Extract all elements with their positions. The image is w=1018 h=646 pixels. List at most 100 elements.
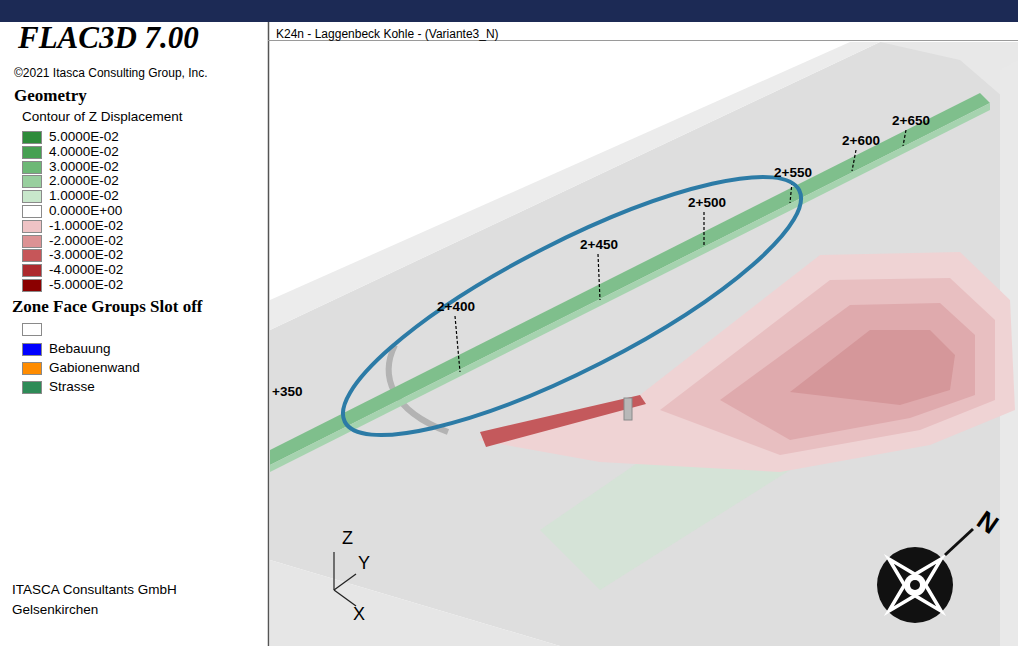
panel-divider [268, 22, 270, 646]
north-label: N [972, 504, 1005, 539]
legend-row: -2.0000E-02 [22, 235, 252, 250]
subsidence-zone [720, 303, 975, 440]
legend-swatch [22, 175, 42, 188]
station-markers [455, 130, 906, 372]
gabion-wall [624, 398, 632, 420]
legend-row: 4.0000E-02 [22, 146, 252, 161]
station-label-holder: 2+400 [437, 297, 475, 315]
legend-panel [0, 22, 268, 646]
north-pointer [945, 529, 973, 555]
section-heading-holder: Zone Face Groups Slot off [12, 297, 202, 317]
section-heading: Zone Face Groups Slot off [12, 297, 202, 316]
station-label: 2+400 [437, 299, 475, 314]
station-label: 2+650 [892, 113, 930, 128]
road-band [270, 103, 990, 472]
station-label-holder: 2+500 [688, 193, 726, 211]
subsidence-zone [790, 330, 955, 405]
legend-swatch [22, 235, 42, 248]
software-name: FLAC3D 7.00 [18, 20, 199, 55]
station-label-holder: 2+550 [774, 163, 812, 181]
legend-text: 3.0000E-02 [49, 159, 119, 175]
company-city: Gelsenkirchen [12, 602, 98, 617]
compass-hub [904, 574, 926, 596]
software-name-holder: FLAC3D 7.00 [18, 20, 199, 56]
plot-title: K24n - Laggenbeck Kohle - (Variante3_N) [276, 27, 499, 41]
axis-label: X [353, 604, 365, 624]
compass-star [853, 523, 977, 646]
legend-swatch [22, 161, 42, 174]
legend-heading-holder: Contour of Z Displacement [22, 107, 183, 125]
legend-text: Gabionenwand [49, 360, 140, 376]
station-line [790, 182, 792, 203]
legend-swatch [22, 205, 42, 218]
station-line [703, 212, 704, 246]
top-surface [880, 42, 1018, 110]
legend-swatch [22, 190, 42, 203]
section-heading-holder: Geometry [14, 86, 87, 106]
subsidence-zone [478, 252, 1015, 472]
legend-swatch [22, 381, 42, 394]
legend-swatch [22, 362, 42, 375]
compass-hub [910, 580, 920, 590]
station-label-holder: 2+450 [580, 235, 618, 253]
axis-z [333, 552, 334, 590]
station-line [903, 130, 906, 146]
legend-swatch [22, 131, 42, 144]
legend-text: 5.0000E-02 [49, 129, 119, 145]
copyright: ©2021 Itasca Consulting Group, Inc. [14, 66, 208, 80]
legend-row: -3.0000E-02 [22, 249, 252, 264]
model-volume [270, 42, 1018, 646]
top-bar [0, 0, 1018, 22]
section-heading: Geometry [14, 86, 87, 105]
legend-text: Bebauung [49, 341, 111, 357]
legend-row: -1.0000E-02 [22, 220, 252, 235]
company-city-holder: Gelsenkirchen [12, 600, 98, 618]
legend-swatch [22, 249, 42, 262]
legend-swatch [22, 279, 42, 292]
station-line [455, 316, 460, 372]
plot-title-holder: K24n - Laggenbeck Kohle - (Variante3_N) [276, 24, 499, 42]
company-name: ITASCA Consultants GmbH [12, 582, 177, 597]
legend-text: -1.0000E-02 [49, 218, 123, 234]
road-band [270, 93, 990, 465]
legend-row: 0.0000E+00 [22, 205, 252, 220]
legend-row: Strasse [22, 381, 252, 396]
axis-x [334, 590, 356, 606]
station-line [598, 254, 600, 300]
legend-text: -5.0000E-02 [49, 277, 123, 293]
compass-rose [853, 523, 977, 646]
axis-y [334, 574, 356, 590]
axis-triad [334, 552, 356, 606]
subsidence-band [480, 395, 646, 447]
legend-text: -3.0000E-02 [49, 247, 123, 263]
station-label: +350 [272, 384, 302, 399]
station-label-holder: +350 [272, 382, 302, 400]
legend-text: 0.0000E+00 [49, 203, 122, 219]
station-label-holder: 2+600 [842, 131, 880, 149]
copyright-holder: ©2021 Itasca Consulting Group, Inc. [14, 63, 208, 81]
legend-text: -2.0000E-02 [49, 233, 123, 249]
station-label: 2+450 [580, 237, 618, 252]
station-label: 2+500 [688, 195, 726, 210]
legend-text: Strasse [49, 379, 95, 395]
axis-label: Z [342, 528, 353, 548]
blank-swatch [22, 323, 42, 336]
station-label-holder: 2+650 [892, 111, 930, 129]
legend-heading: Contour of Z Displacement [22, 109, 183, 124]
legend-row: 1.0000E-02 [22, 190, 252, 205]
station-label: 2+600 [842, 133, 880, 148]
station-label: 2+550 [774, 165, 812, 180]
front-face [270, 560, 560, 646]
legend-swatch [22, 264, 42, 277]
station-line [852, 150, 856, 171]
legend-row: 2.0000E-02 [22, 175, 252, 190]
axis-label-holder: Z [342, 528, 353, 549]
north-label-holder: N [971, 505, 1004, 540]
axis-label-holder: X [353, 604, 365, 625]
legend-row: -4.0000E-02 [22, 264, 252, 279]
legend-row: 5.0000E-02 [22, 131, 252, 146]
legend-text: 4.0000E-02 [49, 144, 119, 160]
axis-label: Y [358, 553, 370, 573]
